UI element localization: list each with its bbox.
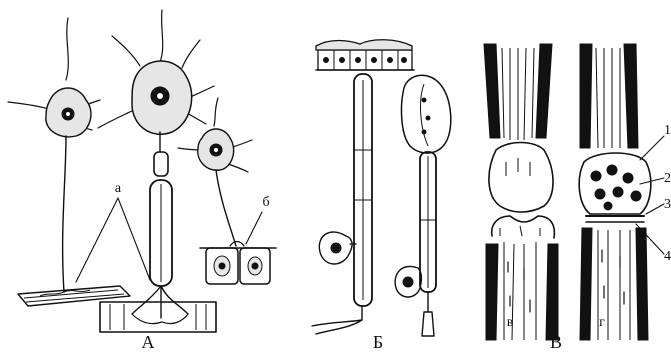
panel-label-a: А <box>142 332 155 352</box>
panel-label-b: Б <box>373 332 383 352</box>
synapse-g <box>579 44 664 340</box>
sensory-fiber-right <box>395 75 451 336</box>
number-label-2: 2 <box>664 171 671 186</box>
number-label-3: 3 <box>664 197 671 212</box>
neuron-left <box>8 18 130 306</box>
epithelium-cells <box>316 40 414 70</box>
pointer-a-lines <box>76 198 150 282</box>
label-v: в <box>507 315 514 330</box>
label-a: а <box>115 181 122 196</box>
neuron-right <box>178 98 276 284</box>
label-g: г <box>599 315 605 330</box>
panel-a-drawing <box>8 10 276 332</box>
label-b: б <box>262 195 269 210</box>
synapse-v <box>484 44 558 340</box>
panel-c-drawing <box>484 44 664 340</box>
panel-b-drawing <box>312 40 451 336</box>
pointer-b-line <box>246 212 262 244</box>
sensory-fiber-left <box>312 74 372 334</box>
neuron-center <box>98 10 216 332</box>
panel-label-c: В <box>550 332 562 352</box>
number-label-4: 4 <box>664 249 671 264</box>
number-label-1: 1 <box>664 123 671 138</box>
